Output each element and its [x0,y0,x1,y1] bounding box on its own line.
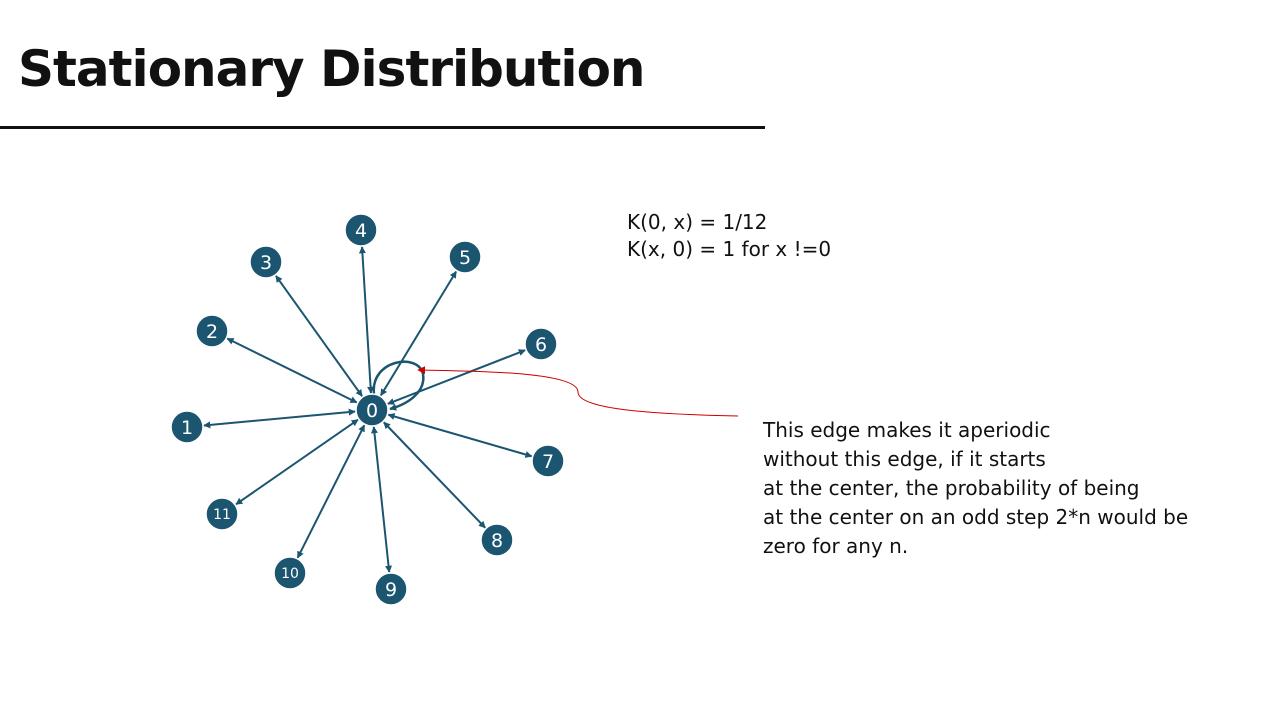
node-circle [273,556,307,590]
slide-title: Stationary Distribution [18,40,646,98]
node-1: 1 [170,410,204,444]
annotation-line: without this edge, if it starts [763,447,1046,471]
annotation-pointer [417,366,739,417]
node-circle [205,497,239,531]
node-circle [374,572,408,606]
annotation-text: This edge makes it aperiodic without thi… [763,416,1188,561]
node-circle [355,393,389,427]
node-label: 3 [260,252,272,274]
node-4: 4 [344,213,378,247]
node-6: 6 [524,327,558,361]
node-circle [249,245,283,279]
annotation-line: zero for any n. [763,534,909,558]
annotation-line: at the center on an odd step 2*n would b… [763,505,1189,529]
node-7: 7 [531,444,565,478]
edge-0-8 [383,421,486,529]
edge-0-9 [370,426,393,573]
node-circle [344,213,378,247]
annotation-line: at the center, the probability of being [763,476,1140,500]
annotation-line: This edge makes it aperiodic [763,418,1051,442]
node-label: 6 [535,334,547,356]
node-label: 10 [281,566,299,582]
node-label: 5 [459,247,471,269]
formula-line: K(0, x) = 1/12 [627,210,768,234]
node-label: 0 [366,400,378,422]
edge-0-10 [296,424,366,559]
node-circle [170,410,204,444]
node-0-center: 0 [355,393,389,427]
edge-0-2 [226,337,358,404]
edge-0-3 [275,275,363,397]
node-5: 5 [448,240,482,274]
node-2: 2 [195,314,229,348]
node-10: 10 [273,556,307,590]
edge-0-4 [358,246,375,394]
title-underline [0,126,765,129]
edge-0-5 [379,270,458,397]
node-9: 9 [374,572,408,606]
node-circle [480,523,514,557]
node-label: 7 [542,451,554,473]
node-3: 3 [249,245,283,279]
node-circle [531,444,565,478]
node-circle [448,240,482,274]
node-circle [524,327,558,361]
edge-0-6 [387,349,526,405]
node-label: 8 [491,530,503,552]
nodes-layer: 1 2 3 4 5 6 7 8 9 10 11 0 [170,213,565,606]
node-circle [195,314,229,348]
node-8: 8 [480,523,514,557]
node-label: 2 [206,321,218,343]
transition-formulas: K(0, x) = 1/12 K(x, 0) = 1 for x !=0 [627,209,831,263]
node-label: 4 [355,220,367,242]
node-label: 9 [385,579,397,601]
node-label: 11 [213,507,231,523]
edge-0-1 [203,408,356,429]
edge-0-11 [235,418,359,506]
formula-line: K(x, 0) = 1 for x !=0 [627,237,832,261]
node-label: 1 [181,417,193,439]
node-11: 11 [205,497,239,531]
edges-layer [203,246,533,573]
